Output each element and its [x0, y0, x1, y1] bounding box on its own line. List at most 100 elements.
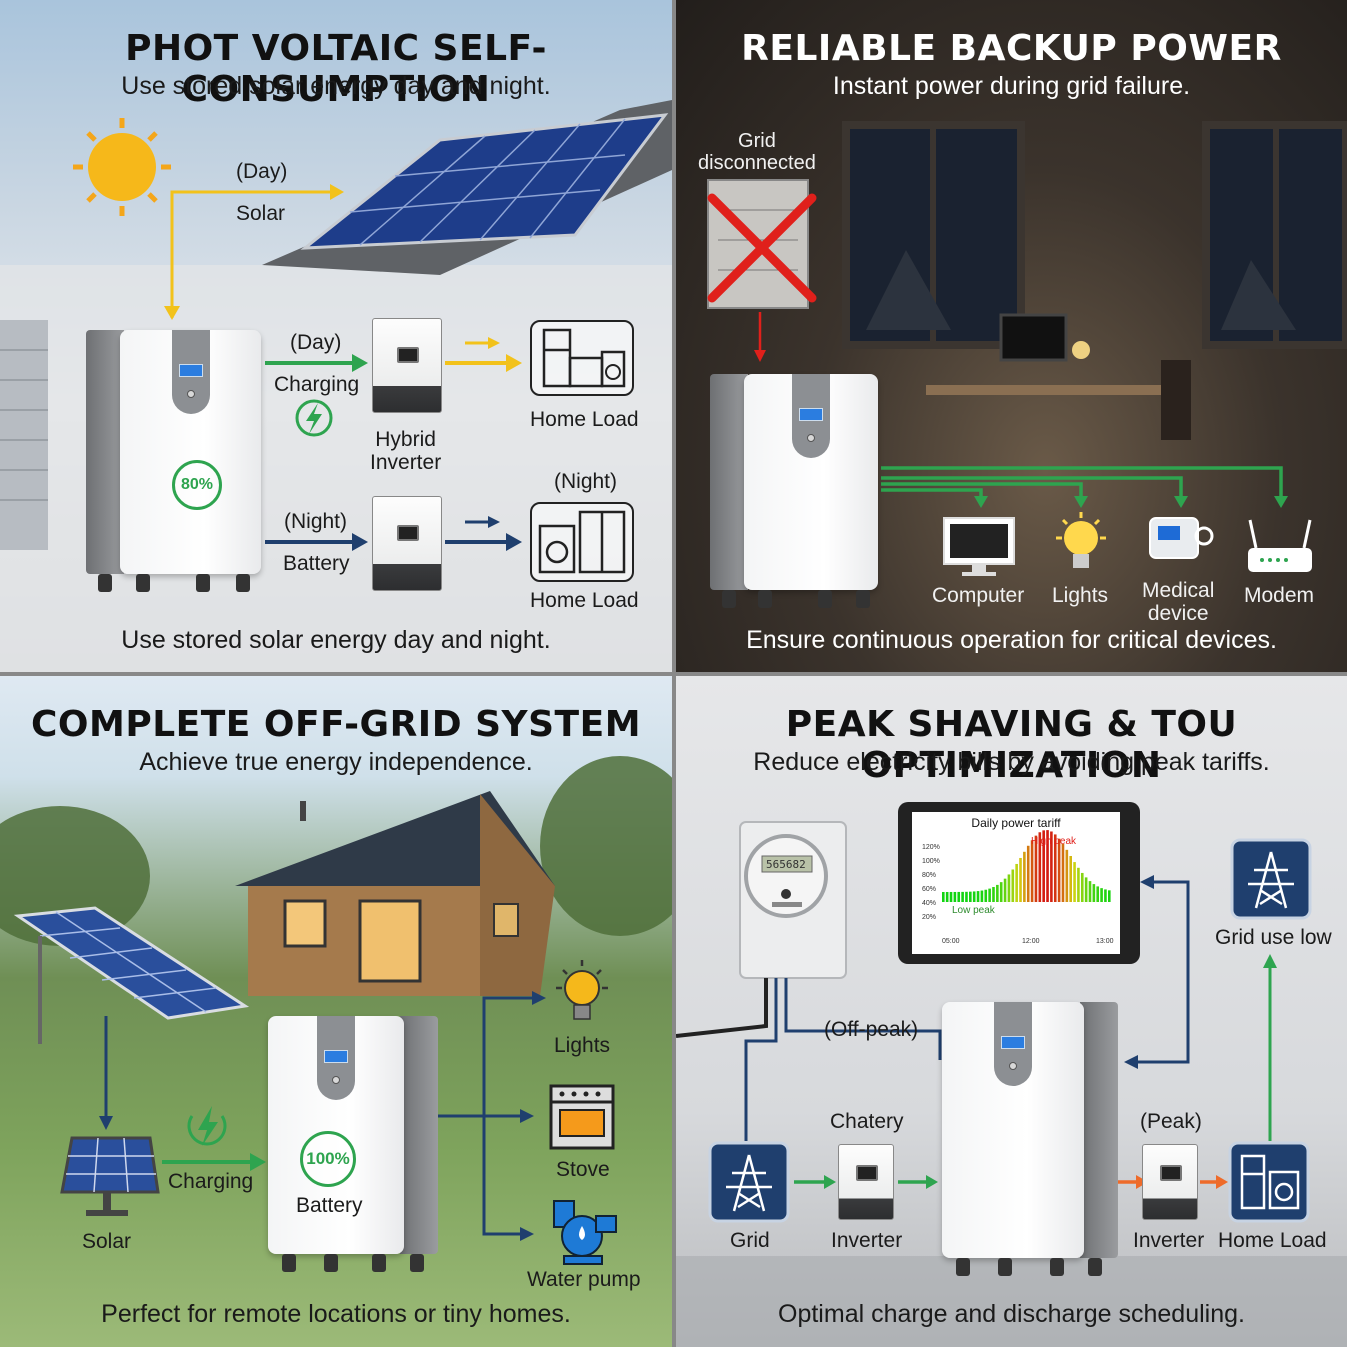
p4-title: PEAK SHAVING & TOU OPTIMIZATION — [785, 704, 1238, 786]
lightning-icon — [295, 399, 333, 437]
tariff-bar — [1061, 843, 1065, 902]
lightbulb-icon — [556, 960, 608, 1020]
p3-scene — [0, 756, 672, 1265]
lightning-icon — [187, 1106, 227, 1146]
p3-solar-label: Solar — [82, 1230, 132, 1253]
tariff-bar — [1023, 851, 1026, 902]
p4-chatery: Chatery — [830, 1110, 904, 1133]
tariff-bar — [1007, 874, 1011, 902]
p1-charging-day: (Day) — [290, 331, 342, 354]
tariff-bar — [1092, 884, 1096, 902]
tariff-bar — [992, 887, 995, 902]
p1-hybrid-inverter-top — [372, 318, 442, 413]
tariff-bar — [1104, 889, 1107, 902]
tariff-bar — [1053, 834, 1057, 902]
p3-soc-badge: 100% — [300, 1131, 356, 1187]
sun-icon — [73, 118, 171, 216]
tariff-bar — [999, 882, 1003, 902]
stove-icon — [549, 1084, 615, 1150]
p4-peak: (Peak) — [1140, 1110, 1202, 1133]
tariff-y-tick: 80% — [922, 872, 937, 879]
p3-load-stove: Stove — [556, 1158, 610, 1181]
electric-meter-icon — [739, 821, 847, 979]
tariff-bar — [1030, 840, 1034, 902]
tariff-bar — [942, 891, 945, 902]
tariff-y-tick: 100% — [922, 858, 940, 865]
tariff-bar — [1042, 830, 1045, 902]
tariff-bar — [969, 891, 972, 902]
tariff-chart-title: Daily power tariff — [971, 816, 1061, 830]
tariff-bar — [1084, 877, 1088, 902]
tariff-bar — [1096, 886, 1100, 902]
p3-footer: Perfect for remote locations or tiny hom… — [101, 1300, 571, 1328]
tariff-bar — [1019, 857, 1022, 902]
lightbulb-icon — [1056, 512, 1106, 568]
p1-battery-unit — [86, 330, 261, 592]
p2-subtitle: Instant power during grid failure. — [832, 72, 1191, 100]
tariff-x-tick: 13:00 — [1096, 938, 1114, 945]
tariff-bar — [984, 889, 988, 902]
p1-night-top: (Night) — [554, 470, 618, 493]
p2-scene — [707, 121, 1347, 576]
tariff-high-peak-label: High peak — [1031, 836, 1077, 847]
tariff-bar — [949, 891, 953, 902]
water-pump-icon — [553, 1200, 617, 1265]
p1-solar-label: Solar — [236, 202, 286, 225]
tariff-x-tick: 12:00 — [1022, 938, 1040, 945]
p1-home-load-day-icon — [530, 320, 634, 396]
tariff-bar — [965, 891, 968, 902]
p3-load-water-pump: Water pump — [527, 1268, 641, 1291]
computer-icon — [943, 517, 1015, 576]
p1-home-load-night: Home Load — [530, 589, 639, 612]
p4-home-load: Home Load — [1218, 1229, 1327, 1252]
p3-battery-unit — [268, 1016, 438, 1272]
tariff-bar — [988, 888, 991, 902]
panel-self-consumption: PHOT VOLTAIC SELF-CONSUMPTION Use stored… — [0, 0, 672, 672]
grid-disconnected-cross-icon — [707, 193, 817, 303]
p2-title: RELIABLE BACKUP POWER — [741, 28, 1282, 69]
tariff-bar — [945, 891, 949, 902]
p1-soc-badge: 80% — [172, 460, 222, 510]
medical-device-icon — [1149, 517, 1214, 559]
p1-battery-label: Battery — [283, 552, 350, 575]
tariff-bar — [1057, 838, 1061, 902]
p2-device-lights: Lights — [1052, 584, 1109, 607]
tariff-bar — [1108, 890, 1111, 902]
tariff-bar — [1034, 835, 1038, 902]
tariff-bar — [980, 890, 984, 902]
cabin-icon — [235, 791, 555, 996]
p4-off-peak: (Off-peak) — [824, 1018, 919, 1041]
p1-inverter-label: Hybrid Inverter — [370, 428, 442, 475]
p1-footer: Use stored solar energy day and night. — [121, 626, 551, 654]
transmission-tower-icon-bottom — [708, 1141, 790, 1223]
solar-panel-small-icon — [60, 1136, 160, 1216]
tariff-bar — [957, 891, 961, 902]
tariff-bar — [1015, 863, 1018, 902]
tariff-bar — [1088, 881, 1092, 902]
p1-hybrid-inverter-bottom — [372, 496, 442, 591]
p4-inverter-left-label: Inverter — [831, 1229, 903, 1252]
tariff-bar — [996, 884, 999, 902]
meter-reading: 565682 — [766, 858, 806, 871]
p4-inverter-right-label: Inverter — [1133, 1229, 1205, 1252]
tariff-bar — [953, 891, 957, 902]
p1-charging-label: Charging — [274, 373, 360, 396]
p4-grid-use-low: Grid use low — [1215, 926, 1332, 949]
transmission-tower-icon-top — [1230, 838, 1312, 920]
p4-grid-label: Grid — [730, 1229, 770, 1252]
tariff-bar — [1080, 872, 1084, 902]
home-load-icon — [1228, 1141, 1310, 1223]
tariff-bar — [961, 891, 964, 902]
tariff-low-peak-label: Low peak — [952, 905, 995, 916]
tariff-bar — [976, 891, 980, 902]
tariff-bar — [1050, 831, 1053, 902]
p3-title: COMPLETE OFF-GRID SYSTEM — [30, 704, 642, 745]
tariff-bar — [1077, 867, 1080, 902]
tariff-bar — [1038, 832, 1042, 902]
p4-battery-unit — [942, 1002, 1118, 1276]
tariff-bar — [1046, 830, 1049, 902]
p2-device-medical: Medical device — [1142, 579, 1215, 626]
p2-footer: Ensure continuous operation for critical… — [746, 626, 1277, 654]
tariff-bar — [1003, 878, 1007, 902]
ground-solar-panel-icon — [13, 906, 250, 1044]
